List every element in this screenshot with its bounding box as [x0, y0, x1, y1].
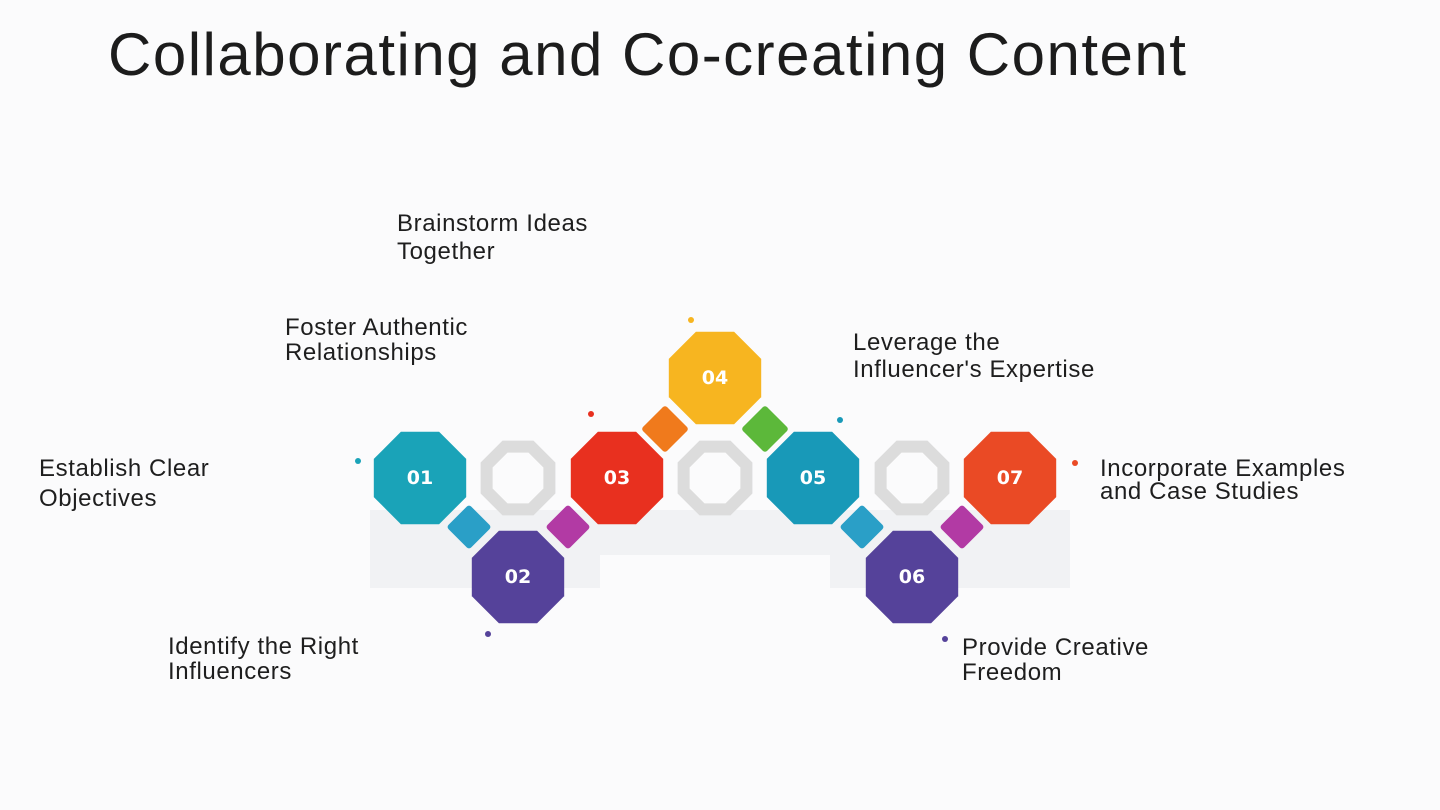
connector-diamond-green — [742, 406, 788, 452]
step-label-06-line-2: Freedom — [962, 659, 1063, 686]
step-badge-01: 01 — [373, 431, 467, 525]
step-label-01-line-1: Establish Clear — [39, 455, 210, 482]
accent-dot-04 — [688, 317, 694, 323]
step-label-04-line-1: Brainstorm Ideas — [397, 210, 589, 237]
step-label-03-line-1: Foster Authentic — [285, 314, 469, 341]
step-label-04: Brainstorm Ideas Together — [397, 210, 588, 266]
step-label-02-line-1: Identify the Right — [168, 633, 359, 660]
accent-dot-06 — [942, 636, 948, 642]
connector-diamond-teal-1 — [447, 505, 491, 549]
step-label-01-line-2: Objectives — [39, 485, 158, 512]
step-number-04: 04 — [702, 367, 728, 389]
step-label-05-line-1: Leverage the — [853, 329, 1001, 356]
step-badge-07: 07 — [963, 431, 1057, 525]
accent-dot-05 — [837, 417, 843, 423]
connector-diamond-magenta-1 — [546, 505, 590, 549]
connector-diamond-teal-2 — [840, 505, 884, 549]
ring-connector-2 — [677, 440, 753, 516]
ring-connector-3 — [874, 440, 950, 516]
step-number-07: 07 — [997, 467, 1023, 489]
step-label-05-line-2: Influencer's Expertise — [853, 356, 1095, 383]
step-label-05: Leverage the Influencer's Expertise — [853, 329, 1095, 383]
step-label-03: Foster Authentic Relationships — [285, 315, 468, 365]
step-number-01: 01 — [407, 467, 433, 489]
connector-diamond-orange — [642, 406, 688, 452]
accent-dot-03 — [588, 411, 594, 417]
step-number-05: 05 — [800, 467, 826, 489]
step-label-02: Identify the Right Influencers — [168, 634, 359, 684]
ring-connector-1 — [480, 440, 556, 516]
step-label-07-line-1: Incorporate Examples — [1100, 455, 1346, 482]
step-badge-05: 05 — [766, 431, 860, 525]
step-number-03: 03 — [604, 467, 630, 489]
connector-diamond-magenta-2 — [940, 505, 984, 549]
platform-gap — [600, 555, 830, 595]
accent-dot-07 — [1072, 460, 1078, 466]
step-label-04-line-2: Together — [397, 238, 496, 265]
accent-dot-01 — [355, 458, 361, 464]
step-label-06-line-1: Provide Creative — [962, 634, 1150, 661]
accent-dot-02 — [485, 631, 491, 637]
step-number-02: 02 — [505, 566, 531, 588]
step-label-02-line-2: Influencers — [168, 658, 292, 685]
step-label-07: Incorporate Examples and Case Studies — [1100, 455, 1346, 505]
step-label-07-line-2: and Case Studies — [1100, 478, 1300, 505]
step-label-06: Provide Creative Freedom — [962, 635, 1149, 685]
step-label-01: Establish Clear Objectives — [39, 454, 209, 514]
step-label-03-line-2: Relationships — [285, 339, 437, 366]
page-title: Collaborating and Co-creating Content — [108, 21, 1188, 88]
step-number-06: 06 — [899, 566, 925, 588]
step-badge-04: 04 — [668, 331, 762, 425]
step-badge-06: 06 — [865, 530, 959, 624]
step-badge-02: 02 — [471, 530, 565, 624]
step-badge-03: 03 — [570, 431, 664, 525]
